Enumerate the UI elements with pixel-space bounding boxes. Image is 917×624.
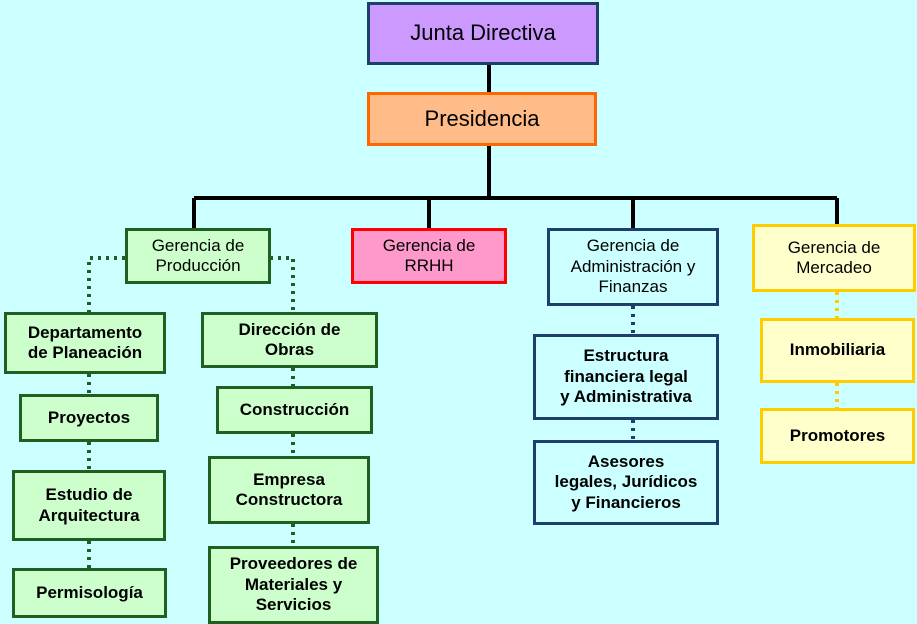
node-gerencia-administracion: Gerencia de Administración y Finanzas [547, 228, 719, 306]
node-inmobiliaria: Inmobiliaria [760, 318, 915, 383]
node-promotores: Promotores [760, 408, 915, 464]
node-presidencia: Presidencia [367, 92, 597, 146]
node-departamento-planeacion: Departamento de Planeación [4, 312, 166, 374]
connector-produccion-obras [270, 256, 295, 312]
node-permisologia: Permisología [12, 568, 167, 618]
connector-produccion-planeacion [87, 256, 125, 312]
node-direccion-obras: Dirección de Obras [201, 312, 378, 368]
node-empresa-constructora: Empresa Constructora [208, 456, 370, 524]
node-gerencia-mercadeo: Gerencia de Mercadeo [752, 224, 916, 292]
node-gerencia-produccion: Gerencia de Producción [125, 228, 271, 284]
node-junta-directiva: Junta Directiva [367, 2, 599, 65]
node-construccion: Construcción [216, 386, 373, 434]
node-estudio-arquitectura: Estudio de Arquitectura [12, 470, 166, 541]
node-estructura-financiera: Estructura financiera legal y Administra… [533, 334, 719, 420]
node-proyectos: Proyectos [19, 394, 159, 442]
node-proveedores: Proveedores de Materiales y Servicios [208, 546, 379, 624]
node-gerencia-rrhh: Gerencia de RRHH [351, 228, 507, 284]
node-asesores-legales: Asesores legales, Jurídicos y Financiero… [533, 440, 719, 525]
